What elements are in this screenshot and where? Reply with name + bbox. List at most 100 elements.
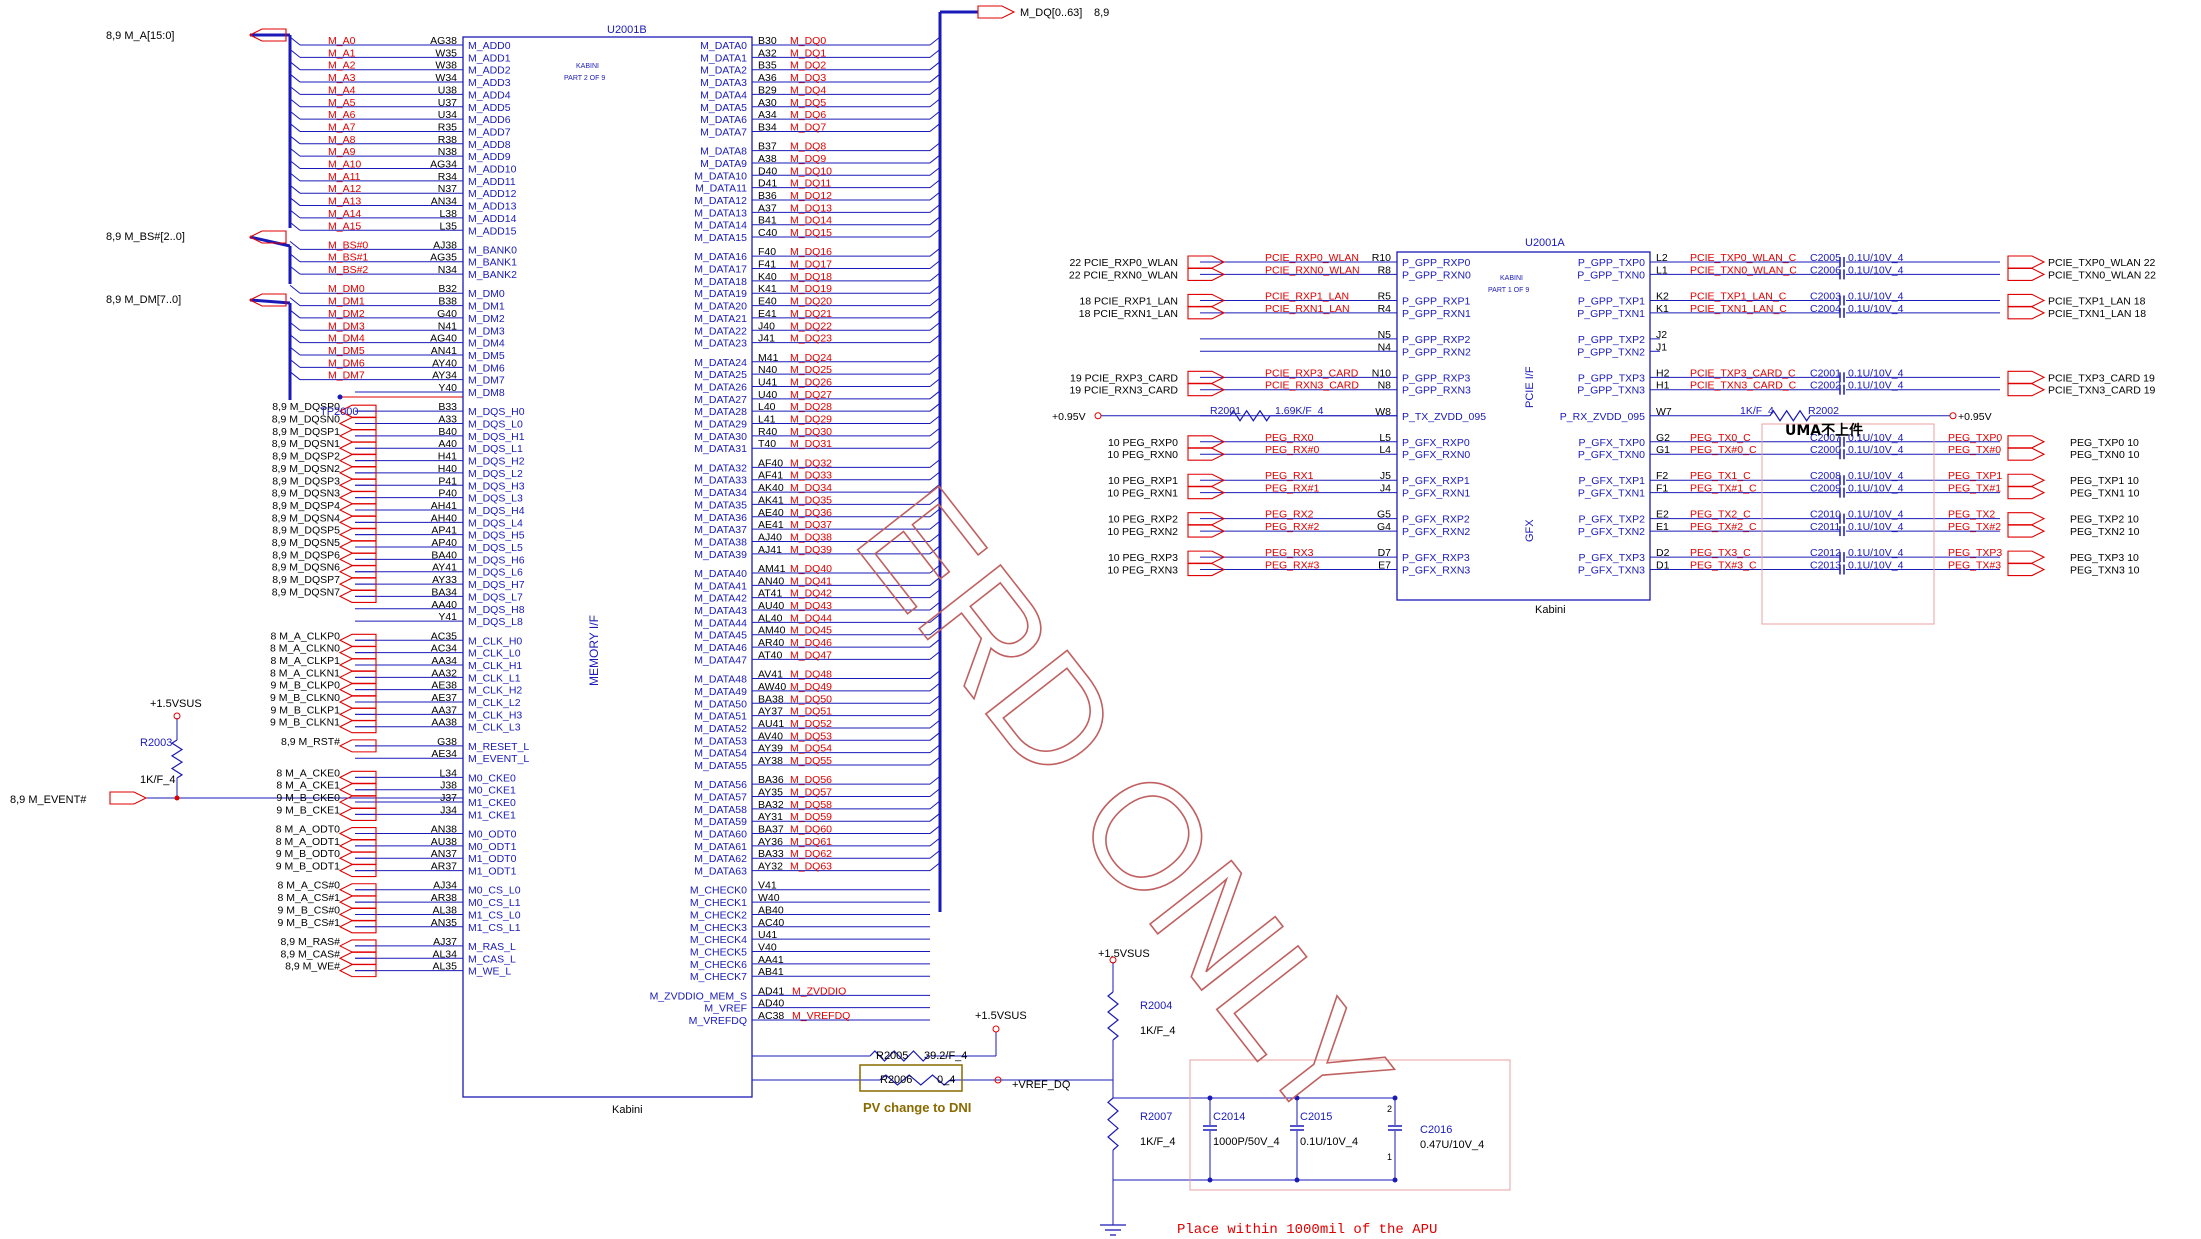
net-label: M_DQ62 xyxy=(790,848,832,860)
r2003 xyxy=(170,739,184,779)
ball-label: Y41 xyxy=(438,611,457,623)
net-label: +0.95V xyxy=(1958,411,1992,423)
pin-name: M_DATA37 xyxy=(694,524,747,536)
u2001b-footer: Kabini xyxy=(612,1104,643,1116)
net-offpage xyxy=(2007,293,2046,307)
ball-label: M41 xyxy=(758,352,779,364)
pin-name: M_DATA5 xyxy=(700,102,747,114)
net-label: 8,9 M_DQSP4 xyxy=(272,500,340,512)
bus-entry xyxy=(929,613,941,623)
pin-name: M_ADD9 xyxy=(468,151,511,163)
cap-refdes: C2011 xyxy=(1810,521,1840,533)
ball-label: BA34 xyxy=(431,586,457,598)
pin-name: M_CHECK0 xyxy=(690,885,747,897)
pin-name: M_DM6 xyxy=(468,362,505,374)
ball-label: U38 xyxy=(438,84,457,96)
net-label: M_DQ9 xyxy=(790,153,826,165)
ball-label: B41 xyxy=(758,215,777,227)
pin-name: M_DATA43 xyxy=(694,605,747,617)
ball-label: G1 xyxy=(1656,444,1670,456)
pin-name: M_RAS_L xyxy=(468,941,516,953)
net-offpage xyxy=(338,416,377,431)
net-label: M_BS#0 xyxy=(328,239,368,251)
bus-entry xyxy=(929,390,941,400)
net-label: M_A4 xyxy=(328,84,356,96)
pin-name: M_DATA36 xyxy=(694,512,747,524)
net-offpage xyxy=(338,783,377,797)
net-offpage xyxy=(2007,267,2046,281)
bus-entry xyxy=(929,48,941,58)
cap-value: 0.1U/10V_4 xyxy=(1848,483,1904,495)
placement-box xyxy=(1189,1059,1511,1191)
cap-refdes: C2010 xyxy=(1810,509,1841,521)
net-label: PCIE_TXP1_LAN_C xyxy=(1690,290,1787,302)
ball-label: AA37 xyxy=(431,704,457,716)
ball-label: AE37 xyxy=(431,692,457,704)
ball-label: AL35 xyxy=(432,961,457,973)
net-offpage xyxy=(338,964,377,978)
pin-name: M_DATA44 xyxy=(694,617,747,629)
cap-value: 0.1U/10V_4 xyxy=(1848,290,1904,302)
net-label: PEG_TX#2 xyxy=(1948,521,2001,533)
pin-name: M0_CKE0 xyxy=(468,772,516,784)
ball-label: AE34 xyxy=(431,748,457,760)
net-label: M_DM0 xyxy=(328,283,365,295)
cap-refdes: C2008 xyxy=(1810,470,1841,482)
net-label: PEG_TXN1 10 xyxy=(2070,488,2140,500)
bus-entry xyxy=(929,203,941,213)
ball-label: J2 xyxy=(1656,329,1667,341)
ball-label: J4 xyxy=(1380,483,1391,495)
c2015-refdes: C2015 xyxy=(1300,1111,1332,1123)
net-label: M_DQ4 xyxy=(790,84,826,96)
pin-name: P_GPP_TXP3 xyxy=(1578,372,1645,384)
net-label: M_A2 xyxy=(328,60,356,72)
net-label: PEG_TX#0 xyxy=(1948,444,2001,456)
ball-label: AG40 xyxy=(430,333,457,345)
refdes: R2002 xyxy=(1808,405,1839,417)
pin-name: M_DATA56 xyxy=(694,779,747,791)
net-label: M_DQ63 xyxy=(790,861,832,873)
bus-entry xyxy=(929,402,941,412)
net-label: M_DQ56 xyxy=(790,774,832,786)
net-label: PEG_TX#1 xyxy=(1948,483,2001,495)
ball-label: F2 xyxy=(1656,470,1668,482)
ball-label: N34 xyxy=(438,264,457,276)
ball-label: D41 xyxy=(758,178,777,190)
cap-refdes: C2006 xyxy=(1810,264,1841,276)
pin-name: M1_CKE1 xyxy=(468,809,516,821)
pin-name: M_DQS_H3 xyxy=(468,480,525,492)
dni-box xyxy=(859,1064,963,1092)
ball-label: G5 xyxy=(1377,509,1391,521)
bus-m-dq-arrow xyxy=(977,5,1016,19)
bus-entry xyxy=(289,334,301,344)
net-label: M_BS#2 xyxy=(328,264,368,276)
net-label: M_DQ14 xyxy=(790,215,832,227)
pin-name: M_DATA11 xyxy=(695,183,747,195)
bus-entry xyxy=(929,415,941,424)
ball-label: L34 xyxy=(439,767,457,779)
pin-name: M_DM3 xyxy=(468,325,505,337)
net-label: PCIE_TXN0_WLAN 22 xyxy=(2048,269,2156,281)
bus-entry xyxy=(929,731,941,741)
cap-refdes: C2012 xyxy=(1810,547,1841,559)
pin-name: P_GPP_TXP1 xyxy=(1578,295,1645,307)
pin-name: M_CHECK5 xyxy=(690,946,747,958)
pin-name: M_DATA63 xyxy=(694,866,747,878)
ball-label: AN35 xyxy=(431,917,457,929)
ball-label: AY39 xyxy=(758,743,783,755)
refdes: R2001 xyxy=(1210,405,1241,417)
bus-entry xyxy=(289,309,301,319)
bus-entry xyxy=(929,439,941,449)
uma-box xyxy=(1761,423,1935,625)
ball-label: AN40 xyxy=(758,575,784,587)
bus-m-dq-label: M_DQ[0..63] xyxy=(1020,7,1082,19)
pin-name: M_DATA45 xyxy=(694,630,747,642)
ball-label: AY32 xyxy=(758,861,783,873)
pin-name: P_GFX_TXP2 xyxy=(1578,514,1645,526)
bus-entry xyxy=(929,545,941,555)
net-label: M_DQ34 xyxy=(790,482,832,494)
ball-label: A40 xyxy=(438,438,457,450)
net-offpage xyxy=(1187,267,1226,281)
net-label: M_DQ32 xyxy=(790,457,832,469)
net-label: M_DQ16 xyxy=(790,246,832,258)
